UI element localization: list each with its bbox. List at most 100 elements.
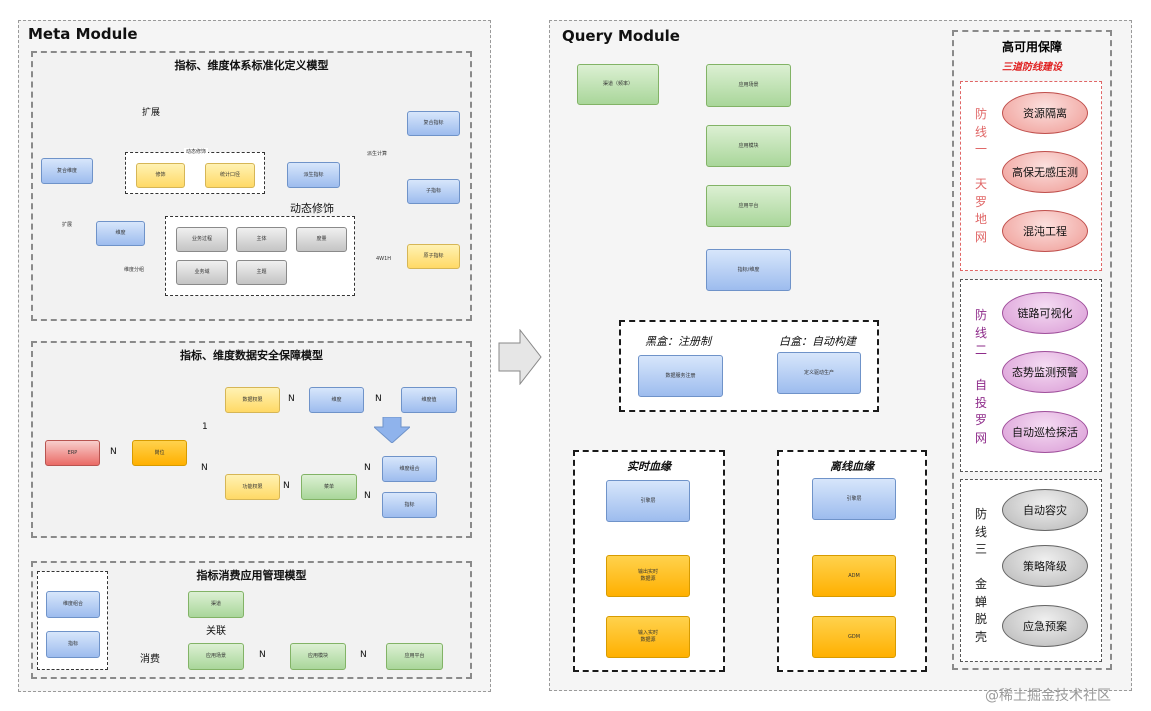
- label-n-7: N: [364, 491, 371, 501]
- strategy-degrade-pill: 策略降级: [1002, 545, 1088, 587]
- label-n-1: N: [110, 447, 117, 457]
- adm-node: ADM: [812, 555, 896, 597]
- menu-node: 菜单: [301, 474, 357, 500]
- label-n-6: N: [364, 463, 371, 473]
- derived-metric-node: 派生指标: [287, 162, 340, 188]
- line2-char: 自: [974, 378, 987, 392]
- defense-line-3-label: 防 线 三 金 蝉 脱 壳: [974, 506, 988, 646]
- line1-char: 地: [974, 212, 987, 226]
- edge-label-4w1h: 4W1H: [376, 256, 392, 262]
- function-permission-node: 功能权限: [225, 474, 280, 500]
- label-n-4: N: [201, 463, 208, 473]
- white-box-label: 白盒：自动构建: [779, 335, 856, 348]
- edge-label-expand: 扩展: [140, 105, 163, 118]
- defense-line-2-label: 防 线 二 自 投 罗 网: [974, 307, 988, 447]
- rt-engine-node: 引擎层: [606, 480, 690, 522]
- line1-spacer: [974, 159, 988, 177]
- query-source-node: 渠道（频率）: [577, 64, 659, 105]
- edge-label-batch: 派生计算: [367, 151, 388, 157]
- auto-inspection-pill: 自动巡检探活: [1002, 411, 1088, 453]
- line3-spacer: [974, 559, 988, 577]
- query-module-title: Query Module: [562, 27, 680, 45]
- line1-char: 线: [974, 124, 987, 139]
- down-arrow-icon: [374, 417, 410, 443]
- modifier-group-label: 动态修饰: [184, 148, 209, 155]
- line2-char: 投: [974, 395, 987, 410]
- post-node: 岗位: [132, 440, 187, 466]
- line3-char: 三: [974, 542, 987, 556]
- monitoring-alert-pill: 态势监测预警: [1002, 351, 1088, 393]
- line3-char: 壳: [974, 629, 987, 644]
- line2-char: 二: [974, 343, 987, 357]
- service-register-node: 数据服务注册: [638, 355, 723, 397]
- app-scene-node: 应用场景: [188, 643, 244, 670]
- modifier-node: 修饰: [136, 163, 185, 188]
- label-n-8: N: [257, 650, 268, 660]
- line3-char: 线: [974, 524, 987, 539]
- chaos-engineering-pill: 混沌工程: [1002, 210, 1088, 252]
- realtime-lineage-title: 实时血缘: [627, 460, 671, 473]
- query-app-platform-node: 应用平台: [706, 185, 791, 227]
- data-permission-node: 数据权限: [225, 387, 280, 413]
- business-process-node: 业务过程: [176, 227, 228, 252]
- erp-node: ERP: [45, 440, 100, 466]
- security-title: 指标、维度数据安全保障模型: [180, 349, 323, 362]
- consumption-title: 指标消费应用管理模型: [196, 569, 307, 582]
- source-node: 渠道: [188, 591, 244, 618]
- line3-char: 防: [974, 507, 987, 521]
- line1-char: 罗: [974, 194, 987, 209]
- dimension-node-2: 维度: [309, 387, 364, 413]
- query-app-scene-node: 应用场景: [706, 64, 791, 107]
- line3-char: 金: [974, 577, 987, 591]
- line1-char: 网: [974, 229, 987, 244]
- resource-isolation-pill: 资源隔离: [1002, 92, 1088, 134]
- edge-label-consume: 消费: [138, 650, 162, 665]
- line2-spacer: [974, 360, 988, 378]
- auto-build-node: 定义驱动生产: [777, 352, 861, 394]
- line3-char: 脱: [974, 612, 987, 626]
- consumer-dim-combo-node: 维度组合: [46, 591, 100, 618]
- composite-dimension-node: 复合维度: [41, 158, 93, 184]
- subject-node: 主体: [236, 227, 287, 252]
- emergency-plan-pill: 应急预案: [1002, 605, 1088, 647]
- rt-output-node: 输出实时 数据源: [606, 555, 690, 597]
- line2-char: 网: [974, 430, 987, 445]
- transition-arrow-icon: [498, 329, 542, 385]
- app-module-node: 应用模块: [290, 643, 346, 670]
- label-n-5: N: [283, 481, 290, 491]
- defense-line-1-label: 防 线 一 天 罗 地 网: [974, 106, 988, 246]
- ha-title: 高可用保障: [1001, 40, 1062, 54]
- watermark: @稀土掘金技术社区: [985, 688, 1111, 704]
- query-app-module-node: 应用模块: [706, 125, 791, 167]
- dimension-node: 维度: [96, 221, 145, 246]
- meta-module-title: Meta Module: [28, 25, 138, 43]
- offline-engine-node: 引擎层: [812, 478, 896, 520]
- edge-label-group: 维度分组: [124, 267, 145, 273]
- measure-node: 度量: [296, 227, 347, 252]
- line1-char: 一: [974, 142, 987, 156]
- edge-label-expand2: 扩展: [62, 222, 73, 228]
- atomic-metric-node: 原子指标: [407, 244, 460, 269]
- black-box-label: 黑盒：注册制: [645, 335, 711, 348]
- standardization-title: 指标、维度体系标准化定义模型: [174, 59, 329, 72]
- theme-node: 主题: [236, 260, 287, 285]
- link-visualization-pill: 链路可视化: [1002, 292, 1088, 334]
- consumer-metric-node: 指标: [46, 631, 100, 658]
- sub-metric-node: 子指标: [407, 179, 460, 204]
- rt-input-node: 输入实时 数据源: [606, 616, 690, 658]
- offline-lineage-title: 离线血缘: [830, 460, 874, 473]
- dimension-combo-node: 维度组合: [382, 456, 437, 482]
- label-one: 1: [202, 422, 208, 432]
- stress-test-pill: 高保无感压测: [1002, 151, 1088, 193]
- composite-metric-node: 复合指标: [407, 111, 460, 136]
- dimension-value-node: 维度值: [401, 387, 457, 413]
- label-n-9: N: [358, 650, 369, 660]
- auto-disaster-recovery-pill: 自动容灾: [1002, 489, 1088, 531]
- line2-char: 防: [974, 308, 987, 322]
- line3-char: 蝉: [974, 594, 987, 609]
- query-metric-dim-node: 指标/维度: [706, 249, 791, 291]
- gdm-node: GDM: [812, 616, 896, 658]
- edge-label-relate: 关联: [205, 622, 227, 637]
- metric-node: 指标: [382, 492, 437, 518]
- label-n-3: N: [375, 394, 382, 404]
